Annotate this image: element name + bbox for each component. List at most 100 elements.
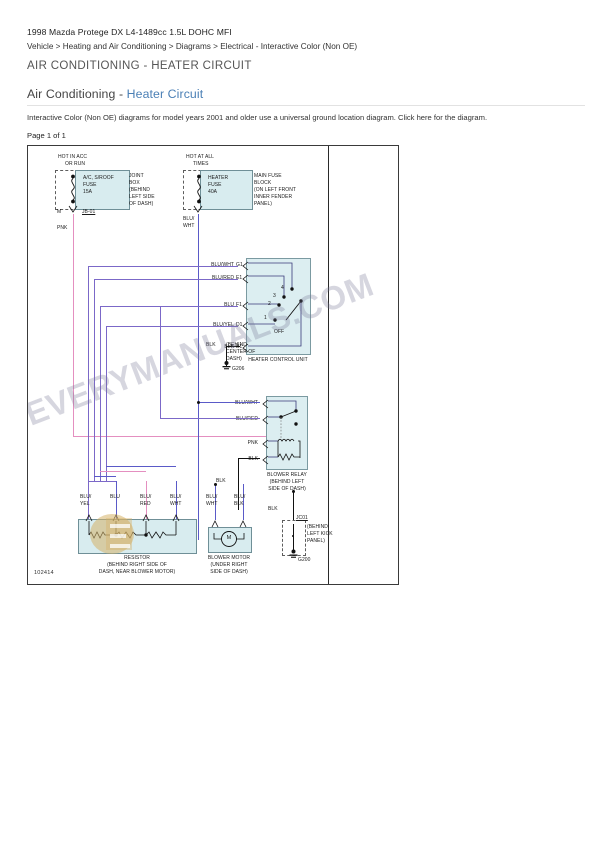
ac-fuse-loc-4: LEFT SIDE [129, 194, 155, 200]
jc01-loc-2: LEFT KICK [307, 531, 333, 537]
blower-motor-name-1: BLOWER MOTOR [207, 555, 251, 561]
heater-fuse-rating: 40A [208, 189, 218, 195]
wire-cu-e1 [94, 279, 238, 280]
wire-pnk-to-relay [73, 436, 269, 437]
header-divider [27, 105, 585, 106]
ac-fuse-loc-1: JOINT [129, 173, 144, 179]
jc01-loc-3: PANEL) [307, 538, 325, 544]
relay-wire-0: BLU/WHT [235, 400, 258, 406]
wire-blu-vert [94, 279, 95, 481]
resistor-term-1-l1: BLU [110, 494, 120, 500]
relay-wire-3: BLK [248, 456, 258, 462]
motor-term-0-l2: WHT [206, 501, 218, 507]
resistor-term-2-l2: RED [140, 501, 151, 507]
breadcrumb[interactable]: Vehicle > Heating and Air Conditioning >… [27, 42, 358, 51]
blower-motor-symbol-letter: M [226, 535, 232, 541]
junction-dot-bluwht-relay [196, 400, 200, 404]
wire-blured-vert [100, 306, 101, 481]
blower-motor-name-3: SIDE OF DASH) [210, 569, 248, 575]
resistor-name-2: (BEHIND RIGHT SIDE OF [107, 562, 167, 568]
wire-relay-bluwht [198, 402, 260, 403]
resistor-name-3: DASH, NEAR BLOWER MOTOR) [98, 569, 176, 575]
blower-relay-name-2: (BEHIND LEFT [269, 479, 305, 485]
motor-term-1-l2: BLK [234, 501, 244, 507]
ground-symbol-g206 [222, 361, 231, 370]
ac-fuse-name-2: FUSE [83, 182, 97, 188]
resistor-term-2-l1: BLU/ [140, 494, 152, 500]
control-unit-wire-3: BLU/YEL [213, 322, 234, 328]
jc01-wire-label: BLK [268, 506, 278, 512]
junction-dot-motor [213, 482, 217, 486]
control-unit-position-1: 1 [264, 315, 267, 321]
ac-fuse-symbol [71, 174, 75, 204]
blower-motor-name-2: (UNDER RIGHT [210, 562, 248, 568]
junction-dot-jc01 [291, 490, 295, 493]
cu-ground-loc-2: CENTER OF [226, 349, 256, 355]
motor-term-0-l1: BLU/ [206, 494, 218, 500]
control-unit-wire-0: BLU/WHT [211, 262, 234, 268]
ac-fuse-loc-2: BOX [129, 180, 140, 186]
wire-cu-f1 [100, 306, 238, 307]
bluwht-wire-label-1: BLU/ [183, 216, 195, 222]
heater-fuse-condition-1: HOT AT ALL [186, 154, 215, 160]
wire-jc01-inner [293, 524, 294, 550]
blower-relay-schematic [268, 400, 301, 461]
bluwht-wire-label-2: WHT [183, 223, 195, 229]
control-unit-pin-1: E1 [236, 275, 243, 281]
vehicle-title: 1998 Mazda Protege DX L4-1489cc 1.5L DOH… [27, 27, 232, 37]
jc01-ground-name: G200 [298, 557, 311, 563]
resistor-term-0-l1: BLU/ [80, 494, 92, 500]
resistor-name-1: RESISTOR [124, 555, 150, 561]
wire-res-t3 [146, 481, 147, 519]
ac-fuse-condition-1: HOT IN ACC [58, 154, 88, 160]
wire-cu-g1 [88, 266, 238, 267]
wire-cu-ground-v [226, 346, 227, 366]
wire-bluwht-main-lower [198, 394, 199, 514]
wire-bluyel-vert [88, 266, 89, 481]
relay-wire-1: BLU/RED [235, 416, 258, 422]
ac-fuse-rating: 15A [83, 189, 93, 195]
ground-symbol-g200 [289, 549, 298, 558]
ac-fuse-box [75, 170, 130, 210]
blower-motor-symbol [213, 531, 245, 547]
control-unit-wire-1: BLU/RED [211, 275, 234, 281]
cu-ground-loc-1: (BEHIND [226, 342, 247, 348]
pnk-wire-label-top: PNK [57, 225, 68, 231]
wire-jc01-feed [293, 490, 294, 520]
relay-ground-wire-label: BLK [216, 478, 226, 484]
cu-ground-wire-label: BLK [206, 342, 216, 348]
wire-res-t1 [88, 481, 89, 519]
heater-fuse-condition-2: TIMES [193, 161, 209, 167]
heater-fuse-loc-4: INNER FENDER [254, 194, 293, 200]
wire-relay-ground-h [238, 458, 260, 459]
wire-relay-ground-v [238, 458, 239, 510]
wire-res-jog-1 [88, 481, 116, 482]
control-unit-pin-4: B1 [236, 344, 243, 350]
diagram-inner-divider [328, 146, 329, 584]
blower-relay-name-1: BLOWER RELAY [267, 472, 307, 478]
subtitle-accent: Heater Circuit [126, 87, 204, 101]
wiring-diagram[interactable]: HOT IN ACC OR RUN A/C, S/ROOF FUSE 15A J… [27, 145, 399, 585]
motor-term-1-l1: BLU/ [234, 494, 246, 500]
blower-relay-box[interactable] [266, 396, 308, 470]
control-unit-pin-0: G1 [236, 262, 243, 268]
cu-ground-name: G206 [232, 366, 245, 372]
ac-fuse-connector-label: JB-01 [82, 209, 96, 215]
heater-control-unit-name: HEATER CONTROL UNIT [248, 357, 308, 363]
control-unit-wire-4: BLK [224, 344, 234, 350]
control-unit-pin-2: F1 [236, 302, 242, 308]
section-subtitle: Air Conditioning - Heater Circuit [27, 87, 203, 101]
jc01-connector-label: JC01 [296, 515, 308, 521]
heater-fuse-name-1: HEATER [208, 175, 229, 181]
control-unit-switch-schematic [248, 262, 303, 347]
diagram-note[interactable]: Interactive Color (Non OE) diagrams for … [27, 113, 488, 122]
ac-fuse-terminal-label: M [57, 209, 62, 215]
wire-res-jog-4 [106, 466, 176, 467]
wire-cu-d1 [106, 326, 238, 327]
wire-cu-ground-h [226, 346, 240, 347]
control-unit-position-4: 4 [281, 285, 284, 291]
wire-pnk-main [73, 214, 74, 436]
ac-fuse-condition-2: OR RUN [65, 161, 86, 167]
wire-res-t2 [116, 481, 117, 519]
